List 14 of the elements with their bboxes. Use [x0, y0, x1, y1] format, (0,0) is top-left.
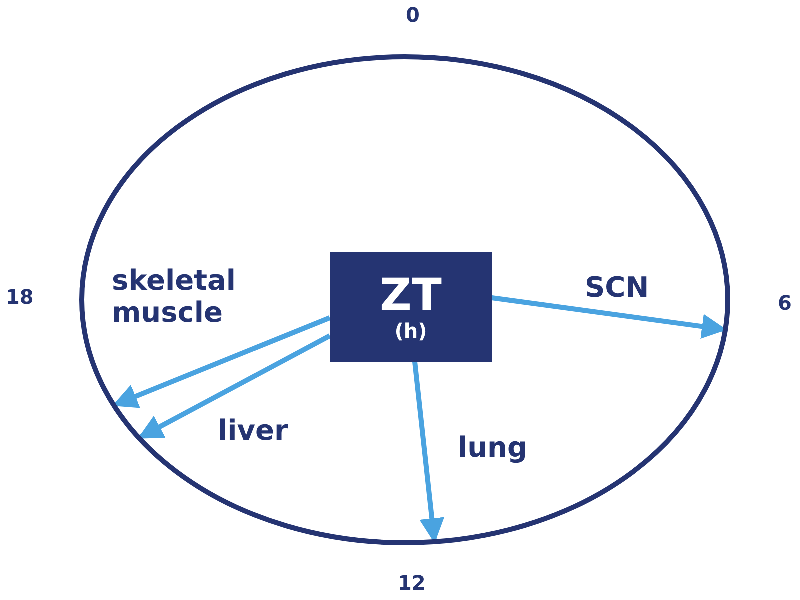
- hour-label: 6: [778, 292, 792, 315]
- arrow: [138, 334, 332, 440]
- label-box: [330, 252, 492, 362]
- edge-label: SCN: [585, 272, 650, 304]
- box-title: ZT: [380, 272, 442, 320]
- edge-label: lung: [458, 432, 529, 464]
- clock-ellipse: [80, 55, 730, 545]
- box-subtitle: (h): [394, 320, 428, 342]
- hour-label: 18: [6, 286, 34, 309]
- hour-label: 12: [398, 572, 426, 595]
- arrow: [112, 316, 331, 408]
- edge-label: skeletal muscle: [112, 265, 237, 330]
- edge-label: liver: [218, 415, 290, 448]
- hour-label: 0: [406, 4, 420, 27]
